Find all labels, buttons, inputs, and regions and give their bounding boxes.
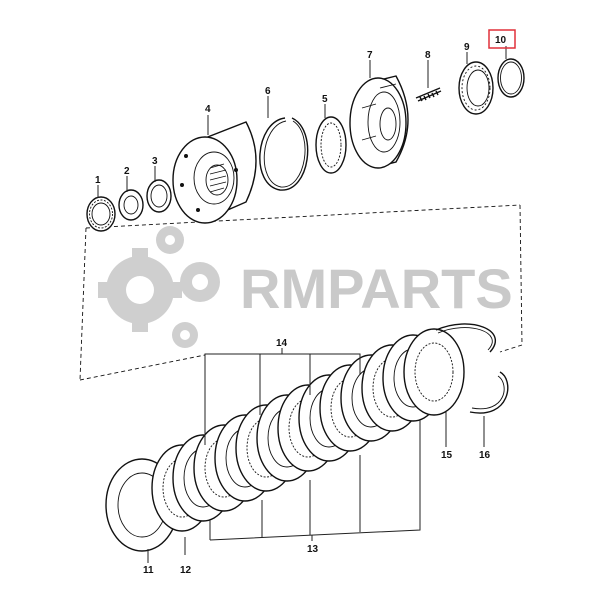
part-10-retaining-ring[interactable] [497, 58, 525, 98]
part-16-wave-ring[interactable] [469, 371, 509, 414]
callout-8: 8 [425, 50, 431, 61]
callout-15: 15 [441, 450, 453, 461]
callout-10: 10 [495, 35, 507, 46]
callout-10-highlight-box [488, 29, 516, 49]
part-6-snap-ring[interactable] [259, 117, 309, 191]
part-3-washer[interactable] [146, 179, 172, 213]
watermark-gear-icon [98, 226, 220, 348]
leader-lines [97, 46, 507, 563]
callout-12: 12 [180, 565, 192, 576]
callout-5: 5 [322, 94, 328, 105]
part-5-ring[interactable] [315, 116, 347, 174]
watermark: RMPARTS [98, 226, 513, 348]
callout-3: 3 [152, 156, 158, 167]
part-8-spring[interactable] [415, 87, 442, 102]
callout-16: 16 [479, 450, 491, 461]
assembly-frame [79, 204, 523, 381]
part-9-gear[interactable] [458, 61, 494, 115]
callout-9: 9 [464, 42, 470, 53]
part-15-snap-ring[interactable] [435, 323, 497, 353]
part-2-washer[interactable] [118, 189, 144, 221]
callout-2: 2 [124, 166, 130, 177]
watermark-text: RMPARTS [240, 257, 513, 320]
clutch-plate-stack[interactable] [151, 328, 465, 532]
callout-1: 1 [95, 175, 101, 186]
callout-4: 4 [205, 104, 211, 115]
callout-7: 7 [367, 50, 373, 61]
part-1-bearing[interactable] [86, 196, 116, 232]
callout-13: 13 [307, 544, 319, 555]
part-7-hub[interactable] [349, 75, 409, 169]
part-4-drum[interactable] [172, 121, 257, 224]
callout-6: 6 [265, 86, 271, 97]
callout-11: 11 [143, 565, 154, 576]
callout-14: 14 [276, 338, 288, 349]
callout-labels: 1 2 3 4 5 6 7 8 9 10 11 12 13 14 15 16 [95, 29, 516, 576]
